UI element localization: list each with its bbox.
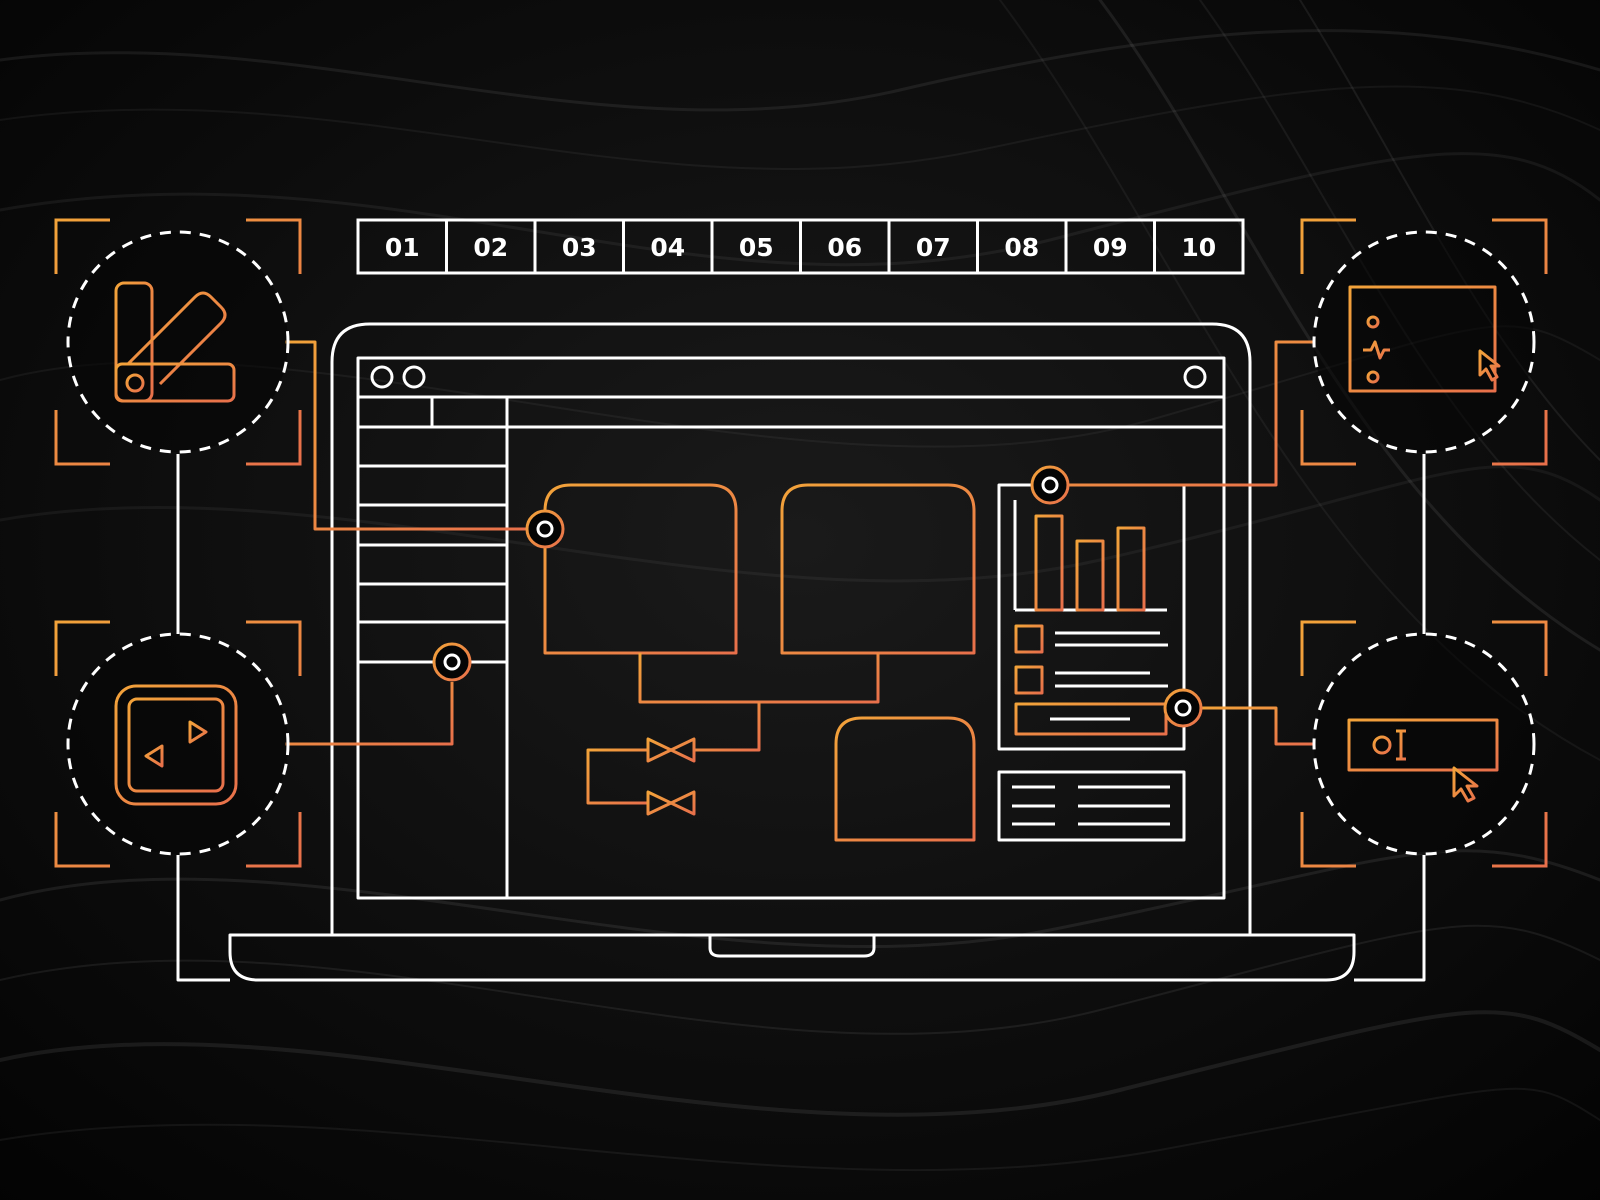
data-table-icon <box>1348 285 1501 393</box>
input-cursor-icon <box>1347 718 1499 803</box>
dashed-circle <box>66 632 290 856</box>
node-marker-icon <box>432 642 472 682</box>
swap-arrows-icon <box>114 684 238 806</box>
valve-icon <box>646 737 696 763</box>
chart-panel <box>997 483 1186 842</box>
node-marker-icon <box>525 509 565 549</box>
checkbox-icon <box>1014 624 1044 654</box>
number-cell: 06 <box>827 233 862 262</box>
laptop <box>228 322 1356 982</box>
number-cell: 05 <box>739 233 774 262</box>
chart-bar <box>1034 514 1064 612</box>
corner-bracket <box>1300 620 1548 868</box>
number-cell: 10 <box>1181 233 1216 262</box>
corner-bracket <box>54 620 302 868</box>
chart-bar <box>1075 539 1105 612</box>
corner-bracket <box>1300 218 1548 466</box>
tank-2 <box>780 483 976 655</box>
window-dot-icon <box>402 365 426 389</box>
list-panel <box>997 770 1186 842</box>
number-cell: 07 <box>916 233 951 262</box>
number-cell: 04 <box>650 233 685 262</box>
tank-3 <box>834 716 976 842</box>
laptop-lid <box>330 322 1252 935</box>
number-strip: 01 02 03 04 05 06 07 08 09 10 <box>356 218 1245 275</box>
number-cell: 01 <box>385 233 420 262</box>
checkbox-icon <box>1014 665 1044 695</box>
window-dot-icon <box>370 365 394 389</box>
connector-nodes <box>432 465 1203 728</box>
tank-1 <box>543 483 738 655</box>
selected-row <box>1014 702 1168 736</box>
number-cell: 03 <box>562 233 597 262</box>
node-marker-icon <box>1030 465 1070 505</box>
process-diagram <box>543 483 976 842</box>
number-cell: 08 <box>1004 233 1039 262</box>
chart-bar <box>1116 526 1146 612</box>
window-dot-icon <box>1183 365 1207 389</box>
color-swatch-icon <box>114 281 236 403</box>
node-marker-icon <box>1163 688 1203 728</box>
number-cell: 09 <box>1093 233 1128 262</box>
laptop-base <box>228 933 1356 982</box>
dashed-circle <box>1312 230 1536 454</box>
app-window <box>356 356 1226 900</box>
valve-icon <box>646 790 696 816</box>
corner-bracket <box>54 218 302 466</box>
connector-lines <box>176 340 1426 982</box>
laptop-notch <box>708 935 876 958</box>
number-cell: 02 <box>473 233 508 262</box>
dashed-circle <box>66 230 290 454</box>
